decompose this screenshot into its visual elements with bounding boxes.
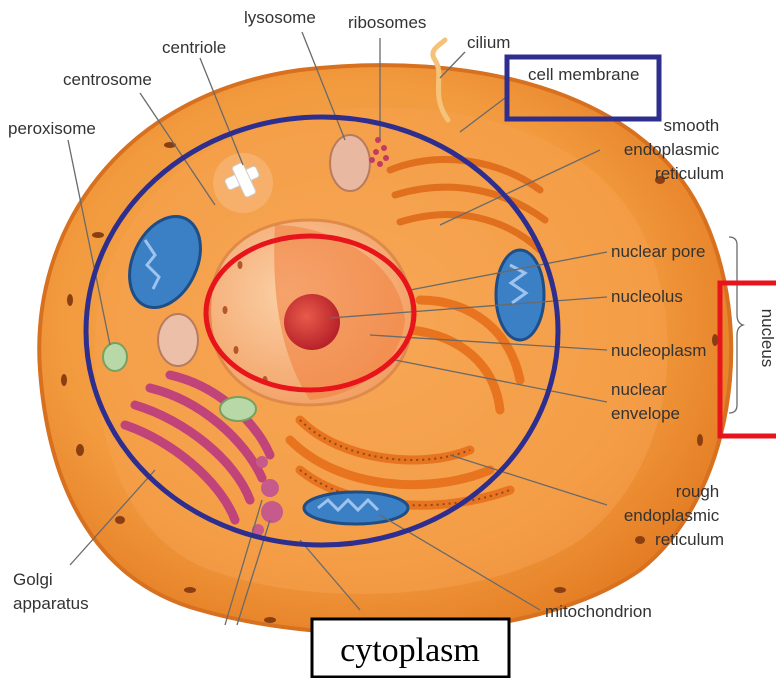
label-centriole: centriole (162, 38, 226, 57)
label-mitochondrion: mitochondrion (545, 602, 652, 621)
mitochondrion-right (496, 250, 544, 340)
centrosome (213, 153, 273, 213)
nucleolus (284, 294, 340, 350)
label-nucleus: nucleus (758, 309, 776, 368)
vesicle (220, 397, 256, 421)
label-nuclear-pore: nuclear pore (611, 242, 706, 261)
label-ribosomes: ribosomes (348, 13, 426, 32)
label-centrosome: centrosome (63, 70, 152, 89)
label-cilium: cilium (467, 33, 510, 52)
peroxisome (103, 343, 127, 371)
label-cytoplasm: cytoplasm (340, 632, 480, 669)
mitochondrion-bottom (304, 492, 408, 524)
label-golgi: Golgi apparatus (13, 570, 89, 613)
label-nucleolus: nucleolus (611, 287, 683, 306)
label-peroxisome: peroxisome (8, 119, 96, 138)
lysosome (330, 135, 370, 191)
vesicle (158, 314, 198, 366)
label-nucleoplasm: nucleoplasm (611, 341, 706, 360)
label-lysosome: lysosome (244, 8, 316, 27)
label-cell-membrane: cell membrane (528, 65, 640, 84)
